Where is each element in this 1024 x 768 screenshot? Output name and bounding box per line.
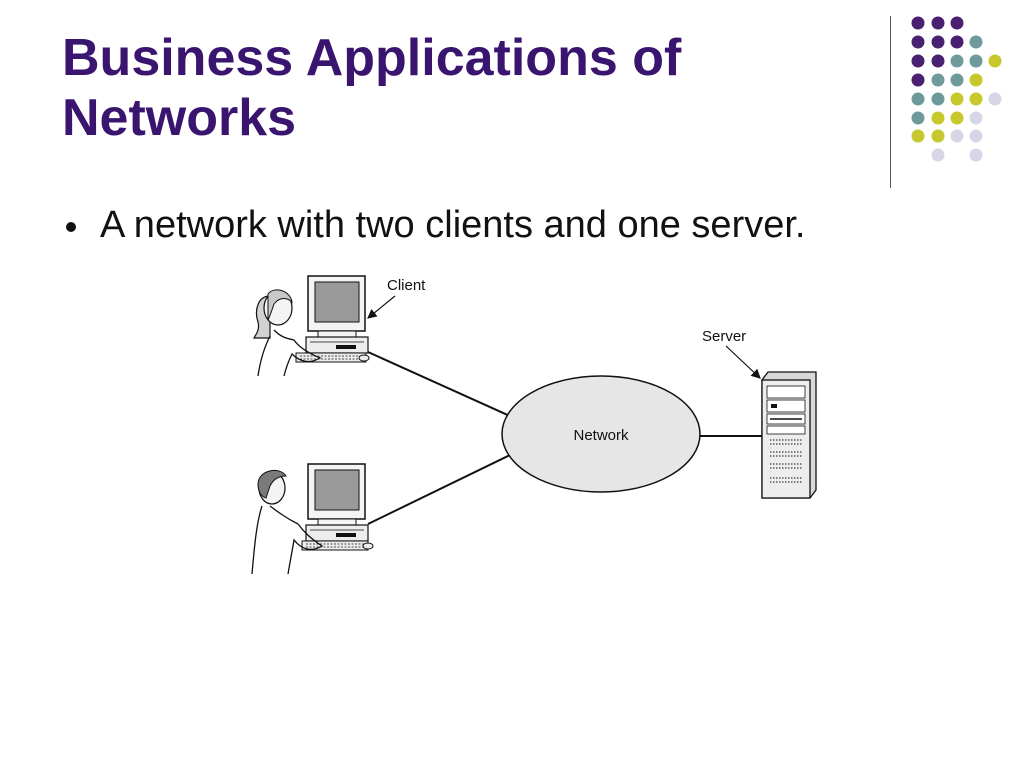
client-2-link bbox=[367, 453, 513, 525]
client-computer-1 bbox=[295, 275, 370, 363]
network-label: Network bbox=[573, 427, 629, 444]
client-user-1-icon bbox=[253, 289, 322, 377]
bullet-item: A network with two clients and one serve… bbox=[62, 200, 962, 250]
bullet-marker-icon bbox=[66, 222, 76, 232]
client-label-group: Client bbox=[367, 277, 426, 319]
server-label-group: Server bbox=[702, 328, 761, 379]
client-user-2-icon bbox=[251, 469, 324, 575]
server-tower bbox=[761, 371, 817, 499]
network-diagram: Network Client bbox=[251, 275, 817, 575]
decorative-dot-grid bbox=[911, 16, 1002, 162]
network-ellipse bbox=[501, 375, 701, 493]
title-divider-line bbox=[890, 16, 891, 188]
slide-title-line-1: Business Applications of bbox=[62, 29, 682, 87]
slide-title: Business Applications of Networks bbox=[62, 28, 862, 148]
client-computer-2 bbox=[301, 463, 374, 551]
slide-title-line-2: Networks bbox=[62, 89, 297, 147]
client-label: Client bbox=[387, 277, 426, 294]
server-label: Server bbox=[702, 328, 746, 345]
client-1-link bbox=[367, 351, 513, 418]
bullet-text: A network with two clients and one serve… bbox=[100, 204, 806, 246]
